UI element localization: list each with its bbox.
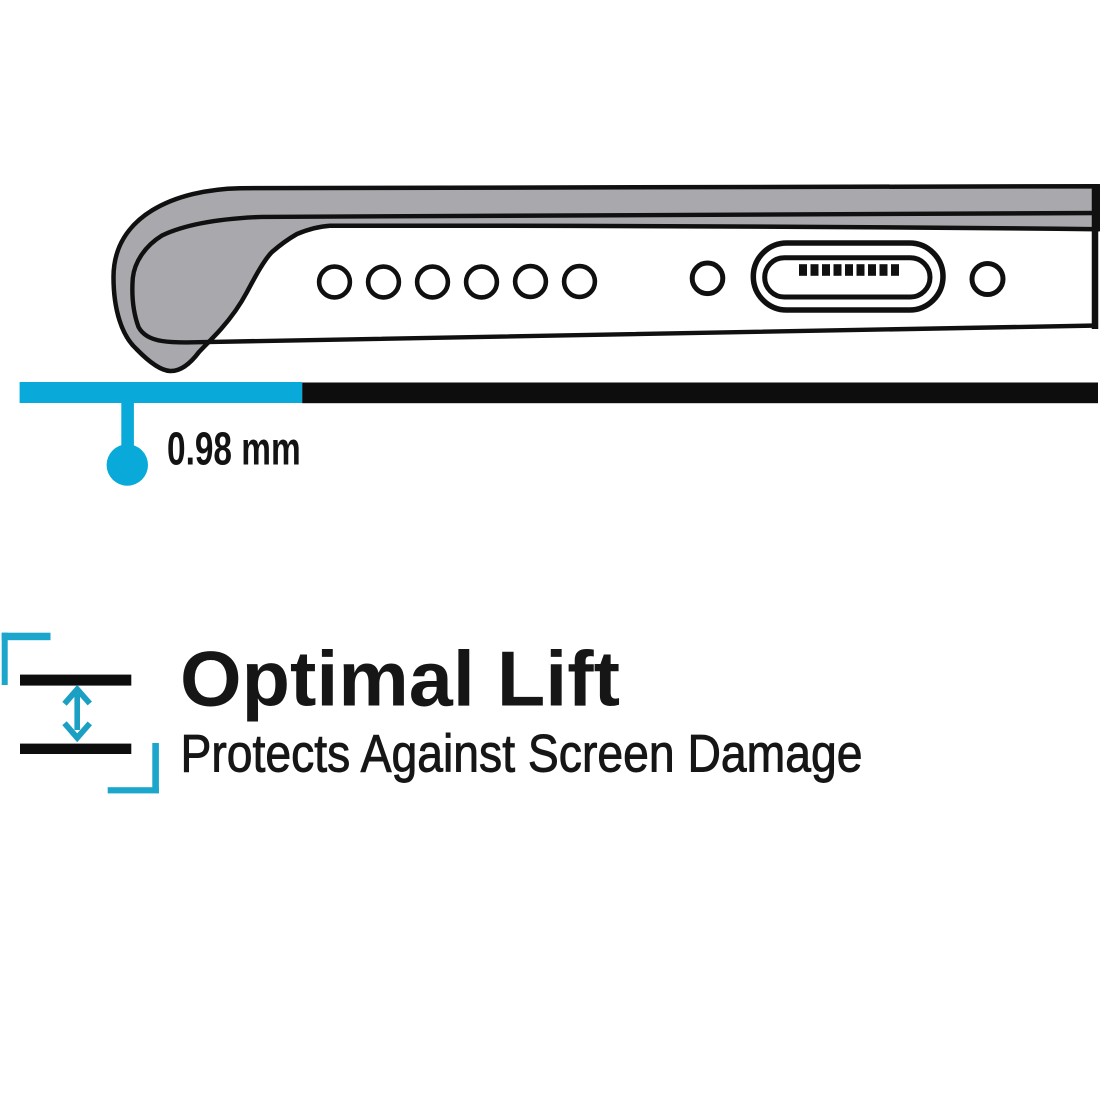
svg-text:0.98 mm: 0.98 mm xyxy=(167,423,301,475)
svg-text:Optimal Lift: Optimal Lift xyxy=(180,634,620,722)
svg-text:Protects Against Screen Damage: Protects Against Screen Damage xyxy=(181,724,863,783)
